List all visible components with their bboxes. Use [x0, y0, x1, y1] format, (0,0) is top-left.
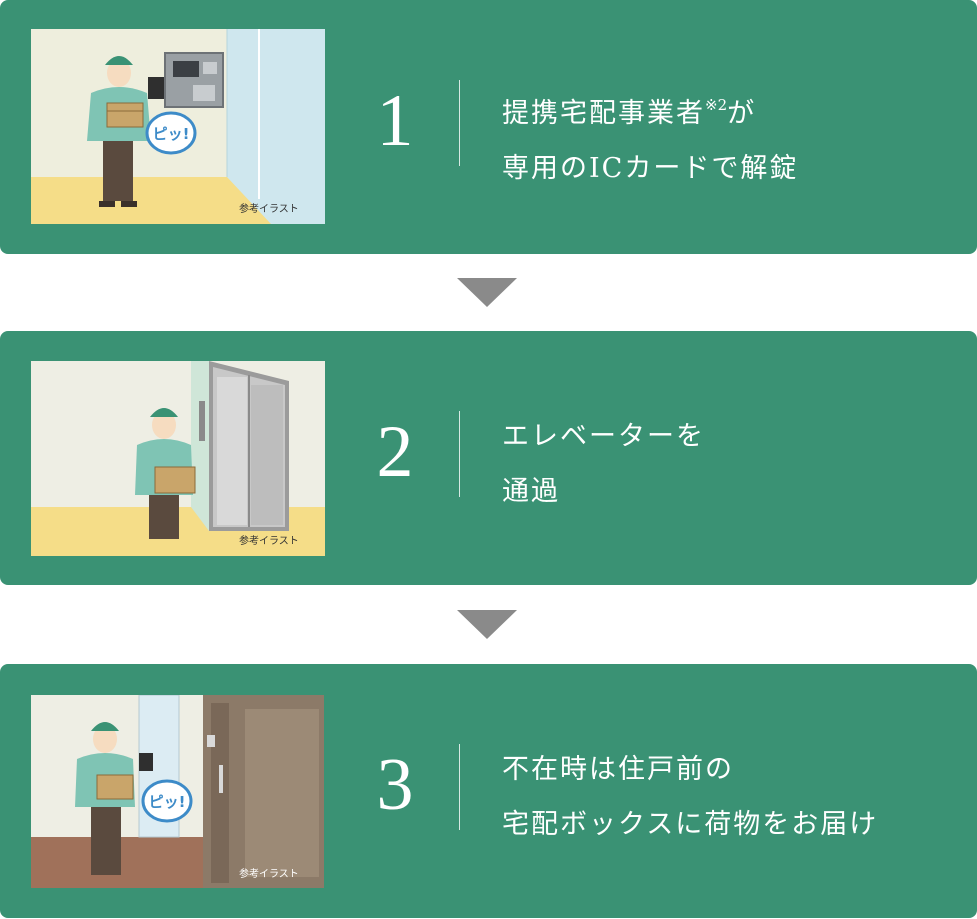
step-2-panel: 参考イラスト 2 エレベーターを 通過 — [0, 331, 977, 585]
step-divider — [459, 80, 460, 166]
step-line-2: 通過 — [502, 476, 560, 507]
step-line-1: 提携宅配事業者 — [502, 98, 705, 129]
step-number: 1 — [376, 80, 414, 162]
step-1-panel: ピッ! 参考イラスト 1 提携宅配事業者※2が 専用のICカードで解錠 — [0, 0, 977, 254]
step-line-2: 宅配ボックスに荷物をお届け — [502, 809, 879, 840]
bubble-text: ピッ! — [149, 793, 186, 811]
step-description: エレベーターを 通過 — [502, 409, 705, 519]
illustration-caption: 参考イラスト — [239, 202, 299, 215]
bubble-text: ピッ! — [153, 125, 190, 143]
illustration-elevator: 参考イラスト — [31, 361, 325, 556]
illustration-caption: 参考イラスト — [239, 534, 299, 547]
step-3-panel: ピッ! 参考イラスト 3 不在時は住戸前の 宅配ボックスに荷物をお届け — [0, 664, 977, 918]
step-divider — [459, 744, 460, 830]
arrow-down-icon — [457, 278, 517, 307]
footnote-mark: ※2 — [705, 96, 728, 114]
step-line-2: 専用のICカードで解錠 — [502, 153, 799, 184]
step-description: 不在時は住戸前の 宅配ボックスに荷物をお届け — [502, 742, 878, 852]
step-line-1: 不在時は住戸前の — [502, 754, 734, 785]
step-number: 2 — [376, 411, 414, 493]
illustration-ic-card-unlock: ピッ! 参考イラスト — [31, 29, 325, 224]
step-description: 提携宅配事業者※2が 専用のICカードで解錠 — [502, 78, 798, 196]
step-number: 3 — [376, 744, 414, 826]
illustration-caption: 参考イラスト — [239, 867, 299, 880]
illustration-delivery-box: ピッ! 参考イラスト — [31, 695, 324, 888]
step-line-1: エレベーターを — [502, 421, 705, 452]
step-divider — [459, 411, 460, 497]
step-line-1-suffix: が — [727, 98, 757, 129]
arrow-down-icon — [457, 610, 517, 639]
